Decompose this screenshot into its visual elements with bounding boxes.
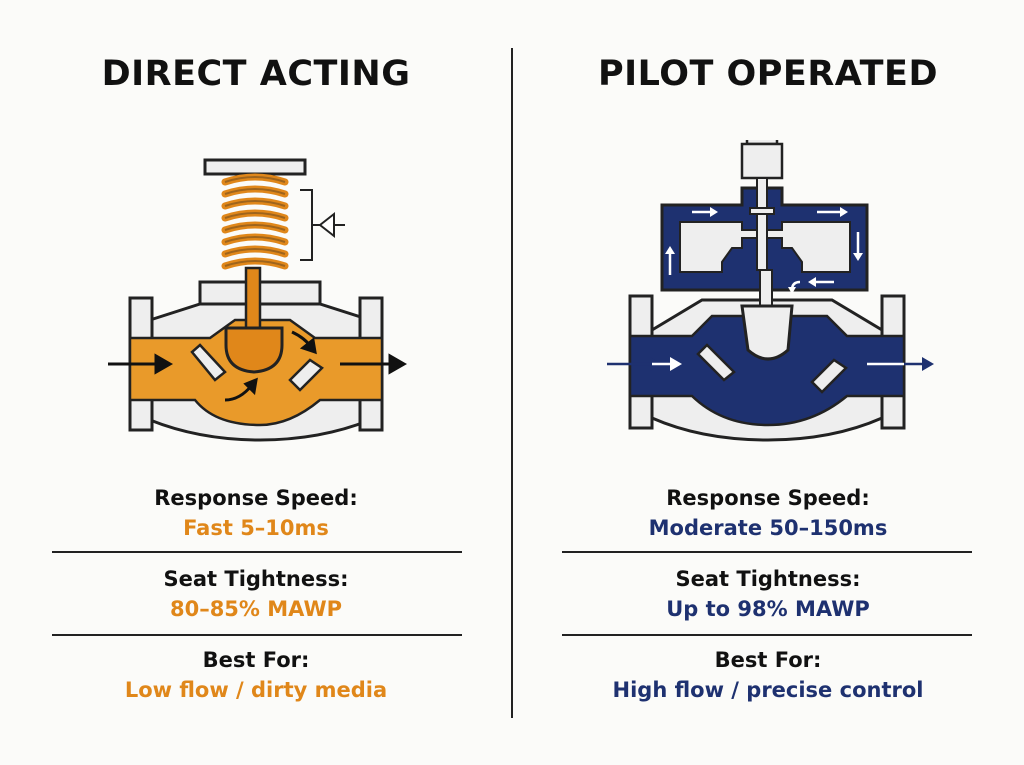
spec-rule [562, 551, 972, 553]
adjust-arrow-icon [318, 211, 335, 239]
spec-rule [52, 634, 462, 636]
spec-seat-tightness: Seat Tightness: 80–85% MAWP [0, 567, 512, 621]
spec-label: Response Speed: [666, 486, 870, 510]
center-divider [511, 48, 513, 718]
spec-value: 80–85% MAWP [169, 597, 343, 621]
pilot-actuator [740, 142, 784, 180]
spec-seat-tightness: Seat Tightness: Up to 98% MAWP [512, 567, 1024, 621]
spec-value: Up to 98% MAWP [666, 597, 870, 621]
spec-label: Best For: [202, 648, 310, 672]
spec-best-for: Best For: Low flow / dirty media [0, 648, 512, 702]
spec-best-for: Best For: High flow / precise control [512, 648, 1024, 702]
fluid-flow [628, 314, 906, 427]
spec-label: Response Speed: [154, 486, 358, 510]
spec-value: Moderate 50–150ms [648, 516, 888, 540]
spec-label: Best For: [714, 648, 822, 672]
direct-acting-valve-diagram [108, 158, 408, 442]
main-piston [740, 304, 794, 361]
pilot-operated-column: PILOT OPERATED [512, 0, 1024, 765]
pilot-operated-valve-diagram [607, 140, 934, 442]
pilot-operated-title: PILOT OPERATED [597, 54, 938, 94]
spec-value: Low flow / dirty media [124, 678, 388, 702]
spring-icon [221, 173, 289, 270]
spec-response-speed: Response Speed: Fast 5–10ms [0, 486, 512, 540]
spec-response-speed: Response Speed: Moderate 50–150ms [512, 486, 1024, 540]
direct-acting-title: DIRECT ACTING [101, 54, 411, 94]
spec-label: Seat Tightness: [163, 567, 349, 591]
spec-rule [562, 634, 972, 636]
spring-cap [203, 158, 307, 176]
valve-stem [244, 266, 262, 332]
valve-disc [224, 326, 284, 374]
direct-acting-column: DIRECT ACTING [0, 54, 512, 702]
spec-rule [52, 551, 462, 553]
spec-value: High flow / precise control [612, 678, 924, 702]
flow-arrows [607, 207, 934, 371]
spec-value: Fast 5–10ms [183, 516, 329, 540]
flow-arrows [108, 330, 408, 402]
spec-label: Seat Tightness: [675, 567, 861, 591]
